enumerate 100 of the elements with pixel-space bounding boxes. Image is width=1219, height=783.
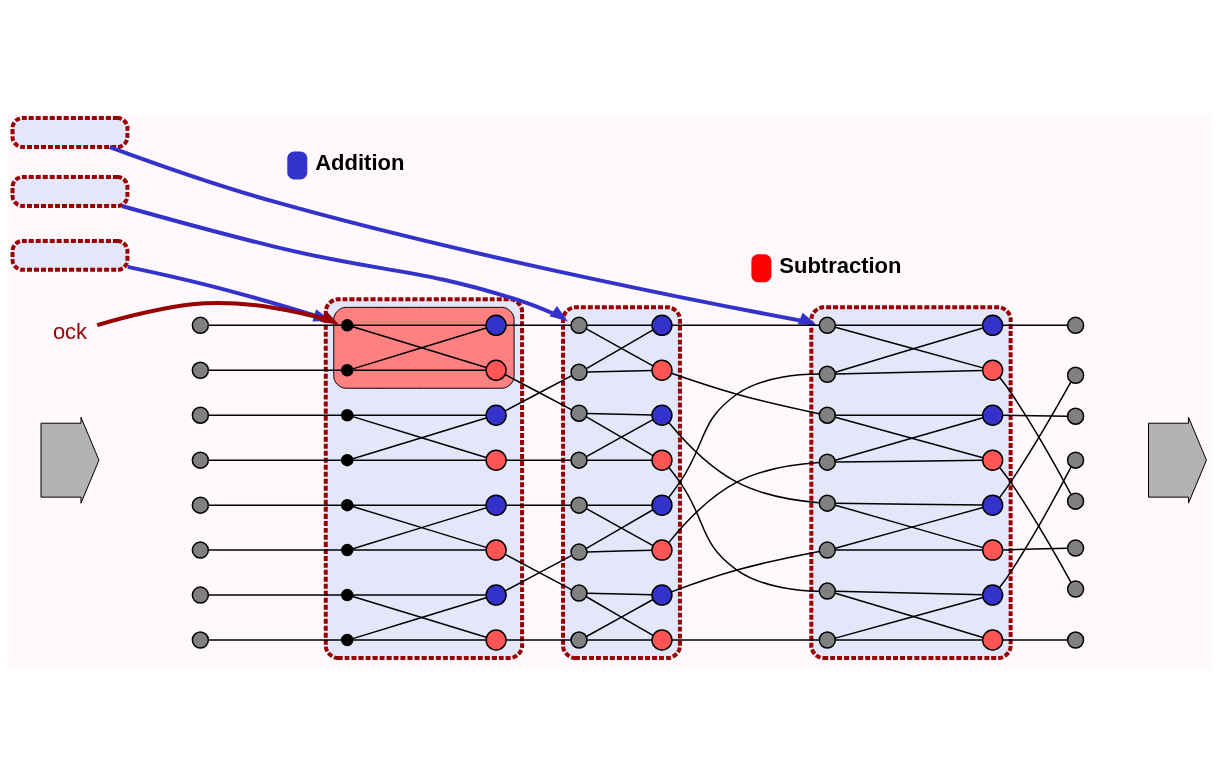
node-circle bbox=[341, 543, 354, 556]
node-circle bbox=[651, 538, 673, 561]
node-circle bbox=[1066, 579, 1085, 598]
node-circle bbox=[570, 542, 588, 561]
node-circle bbox=[981, 359, 1004, 381]
node-circle bbox=[651, 404, 673, 426]
node-circle bbox=[191, 630, 210, 649]
node-circle bbox=[485, 359, 507, 381]
connector bbox=[668, 461, 820, 543]
connector bbox=[352, 414, 487, 416]
node-circle bbox=[191, 585, 210, 604]
connector bbox=[1002, 638, 1069, 641]
node-circle bbox=[1066, 316, 1085, 334]
node-circle bbox=[485, 314, 507, 336]
legend-label: Subtraction bbox=[779, 252, 902, 278]
node-circle bbox=[485, 404, 507, 426]
node-circle bbox=[570, 630, 588, 649]
node-circle bbox=[570, 404, 588, 422]
node-circle bbox=[818, 630, 837, 649]
node-circle bbox=[651, 314, 673, 336]
node-circle bbox=[341, 588, 354, 601]
connector bbox=[505, 638, 572, 641]
connector bbox=[208, 638, 343, 641]
node-circle bbox=[485, 583, 507, 606]
node-circle bbox=[981, 493, 1004, 516]
node-circle bbox=[818, 406, 837, 424]
node-circle bbox=[1066, 450, 1085, 469]
node-circle bbox=[341, 498, 354, 511]
connector bbox=[586, 412, 653, 416]
connector bbox=[670, 550, 821, 593]
node-circle bbox=[191, 361, 210, 379]
node-circle bbox=[341, 633, 354, 646]
connector bbox=[834, 548, 984, 551]
connector bbox=[834, 324, 984, 326]
node-circle bbox=[818, 365, 837, 383]
node-circle bbox=[651, 628, 673, 651]
connector bbox=[208, 369, 343, 371]
node-circle bbox=[651, 493, 673, 516]
node-circle bbox=[1066, 407, 1085, 425]
node-circle bbox=[818, 452, 837, 471]
node-circle bbox=[981, 314, 1004, 336]
connector bbox=[208, 503, 343, 506]
node-circle bbox=[570, 495, 588, 514]
node-circle bbox=[191, 495, 210, 514]
node-circle bbox=[341, 363, 354, 376]
cluster bbox=[333, 306, 515, 389]
node-circle bbox=[341, 453, 354, 466]
node-circle bbox=[341, 318, 354, 332]
node-circle bbox=[1066, 630, 1085, 649]
node-circle bbox=[191, 450, 210, 469]
connector bbox=[586, 324, 653, 326]
node-circle bbox=[191, 316, 210, 334]
connector bbox=[352, 503, 487, 506]
connector bbox=[1002, 324, 1069, 326]
connector bbox=[352, 548, 487, 551]
node-circle bbox=[651, 359, 673, 381]
node-arrow bbox=[1148, 416, 1207, 504]
node-circle bbox=[1066, 366, 1085, 384]
node-circle bbox=[485, 628, 507, 651]
node-circle bbox=[818, 493, 837, 512]
node-circle bbox=[570, 363, 588, 381]
node-circle bbox=[981, 628, 1004, 651]
node-circle bbox=[981, 448, 1004, 471]
node-circle bbox=[485, 493, 507, 516]
node-circle bbox=[191, 540, 210, 559]
connector bbox=[352, 638, 487, 641]
node-circle bbox=[818, 540, 837, 559]
node-circle bbox=[485, 448, 507, 471]
node-circle bbox=[651, 448, 673, 471]
connector bbox=[1002, 547, 1069, 551]
node-circle bbox=[1066, 538, 1085, 557]
cluster bbox=[323, 296, 525, 660]
node-circle bbox=[981, 404, 1004, 426]
connector bbox=[586, 638, 653, 641]
connector bbox=[586, 503, 653, 506]
connector bbox=[505, 324, 572, 326]
connector bbox=[668, 372, 820, 498]
connector bbox=[352, 324, 487, 326]
connector bbox=[352, 369, 487, 371]
connector bbox=[1002, 414, 1069, 417]
connector bbox=[586, 458, 653, 461]
connector bbox=[671, 324, 820, 326]
node-box bbox=[10, 174, 130, 208]
node-circle bbox=[191, 406, 210, 424]
node-circle bbox=[570, 316, 588, 334]
node-circle bbox=[341, 408, 354, 421]
connector bbox=[208, 458, 343, 461]
connector bbox=[586, 369, 653, 373]
node-circle bbox=[570, 583, 588, 602]
node-circle bbox=[651, 583, 673, 606]
arrow bbox=[96, 300, 340, 327]
connector bbox=[834, 590, 984, 596]
connector bbox=[352, 593, 487, 596]
connector bbox=[208, 593, 343, 596]
connector bbox=[505, 458, 572, 461]
node-circle bbox=[818, 316, 837, 334]
connector bbox=[834, 502, 984, 506]
node-circle bbox=[818, 581, 837, 600]
node-circle bbox=[485, 538, 507, 561]
connector bbox=[208, 414, 343, 416]
